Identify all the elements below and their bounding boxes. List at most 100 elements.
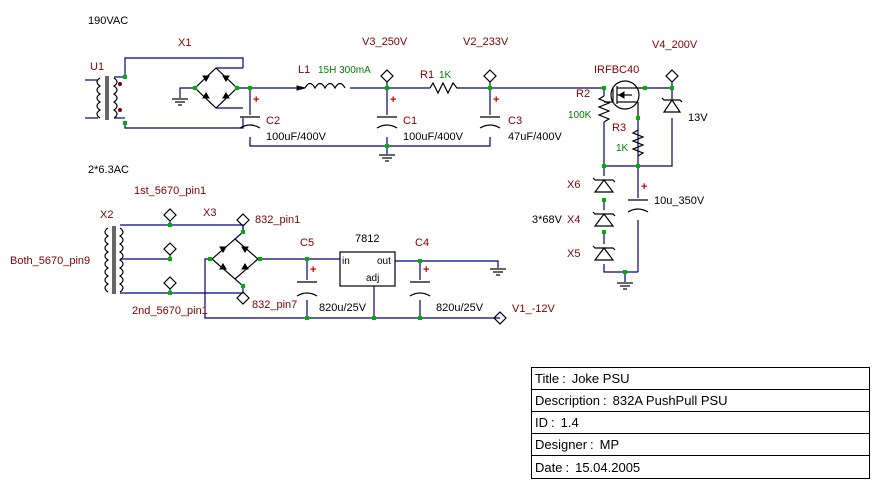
svg-text:1K: 1K — [439, 70, 452, 81]
heater-label: 2*6.3AC — [88, 164, 129, 176]
title-row: Title : Joke PSU — [532, 368, 869, 390]
junction-dots — [123, 75, 674, 320]
svg-text:832_pin1: 832_pin1 — [255, 214, 300, 226]
zener-13v: 13V — [661, 97, 708, 124]
bridge-x3: X3 — [203, 207, 259, 287]
ground-symbol — [172, 98, 188, 106]
svg-text:R2: R2 — [576, 88, 590, 100]
date-value: 15.04.2005 — [575, 460, 641, 475]
svg-text:U1: U1 — [90, 61, 104, 73]
svg-text:10u_350V: 10u_350V — [654, 195, 705, 207]
svg-text:R1: R1 — [420, 69, 434, 81]
net-5670-pin9: Both_5670_pin9 — [10, 242, 177, 267]
separator: : — [565, 460, 570, 475]
svg-text:+: + — [423, 264, 429, 276]
net-5670-pin1-second: 2nd_5670_pin1 — [132, 276, 208, 317]
svg-text:IRFBC40: IRFBC40 — [594, 64, 639, 76]
separator: : — [590, 437, 594, 452]
svg-text:X5: X5 — [567, 248, 580, 260]
svg-text:1st_5670_pin1: 1st_5670_pin1 — [134, 185, 206, 197]
net-v4: V4_200V — [652, 39, 698, 88]
svg-text:X2: X2 — [100, 209, 113, 221]
svg-text:2nd_5670_pin1: 2nd_5670_pin1 — [132, 305, 208, 317]
svg-text:in: in — [342, 256, 350, 267]
svg-text:7812: 7812 — [355, 233, 379, 245]
description-key: Description — [535, 393, 601, 408]
svg-text:15H 300mA: 15H 300mA — [318, 65, 371, 76]
svg-text:+: + — [390, 94, 396, 106]
svg-text:X6: X6 — [567, 179, 580, 191]
separator: : — [562, 371, 566, 386]
svg-text:1K: 1K — [616, 143, 629, 154]
svg-text:100uF/400V: 100uF/400V — [266, 131, 327, 143]
svg-text:13V: 13V — [688, 112, 708, 124]
title-value: Joke PSU — [571, 371, 630, 386]
capacitor-c3: + C3 47uF/400V — [479, 94, 562, 143]
net-5670-pin1-first: 1st_5670_pin1 — [134, 185, 206, 225]
ground-symbol — [379, 154, 395, 162]
svg-text:X3: X3 — [203, 207, 216, 219]
svg-text:+: + — [253, 94, 259, 106]
svg-text:C3: C3 — [508, 115, 522, 127]
regulator-7812: 7812 in out adj — [339, 233, 396, 287]
description-row: Description : 832A PushPull PSU — [532, 390, 869, 412]
resistor-r2: R2 100K — [568, 88, 611, 123]
date-row: Date : 15.04.2005 — [532, 456, 869, 479]
svg-text:adj: adj — [366, 273, 379, 284]
svg-text:V1_-12V: V1_-12V — [512, 303, 555, 315]
bridge-x1: X1 — [178, 37, 243, 109]
transformer-u1: U1 — [85, 61, 125, 120]
title-key: Title — [535, 371, 560, 386]
capacitor-c1: + C1 100uF/400V — [376, 94, 464, 143]
svg-text:V4_200V: V4_200V — [652, 39, 698, 51]
zener-x6: X6 — [567, 177, 616, 193]
ground-symbol — [617, 282, 633, 290]
svg-text:820u/25V: 820u/25V — [319, 302, 367, 314]
svg-text:X1: X1 — [178, 37, 191, 49]
svg-text:C2: C2 — [266, 115, 280, 127]
svg-text:out: out — [377, 256, 391, 267]
separator: : — [603, 393, 607, 408]
svg-text:832_pin7: 832_pin7 — [252, 299, 297, 311]
zener-x4: 3*68V X4 — [532, 211, 616, 227]
inductor-l1: L1 15H 300mA — [296, 64, 371, 91]
id-row: ID : 1.4 — [532, 412, 869, 434]
designer-row: Designer : MP — [532, 434, 869, 456]
id-key: ID — [535, 415, 548, 430]
capacitor-c2: + C2 100uF/400V — [239, 94, 327, 143]
svg-text:L1: L1 — [298, 64, 310, 76]
net-832-pin7: 832_pin7 — [236, 291, 297, 311]
transformer-x2: X2 — [100, 209, 125, 294]
ground-symbol — [490, 268, 506, 276]
svg-text:3*68V: 3*68V — [532, 214, 563, 226]
resistor-r1: R1 1K — [420, 69, 460, 95]
net-v1: V1_-12V — [493, 303, 555, 325]
svg-text:100K: 100K — [568, 110, 592, 121]
svg-text:X4: X4 — [567, 214, 580, 226]
description-value: 832A PushPull PSU — [612, 393, 728, 408]
svg-text:+: + — [493, 94, 499, 106]
capacitor-10u: + 10u_350V — [627, 181, 705, 213]
svg-text:+: + — [310, 264, 316, 276]
svg-text:C1: C1 — [403, 115, 417, 127]
capacitor-c5: C5 + 820u/25V — [296, 237, 367, 314]
title-block: Title : Joke PSU Description : 832A Push… — [531, 367, 870, 479]
designer-key: Designer — [535, 437, 588, 452]
svg-text:Both_5670_pin9: Both_5670_pin9 — [10, 255, 90, 267]
svg-text:R3: R3 — [612, 122, 626, 134]
net-v2: V2_233V — [463, 36, 509, 88]
svg-text:100uF/400V: 100uF/400V — [403, 131, 464, 143]
svg-text:V3_250V: V3_250V — [362, 36, 408, 48]
svg-text:47uF/400V: 47uF/400V — [508, 131, 562, 143]
resistor-r3: R3 1K — [612, 122, 645, 157]
svg-text:820u/25V: 820u/25V — [436, 302, 484, 314]
svg-text:C5: C5 — [300, 237, 314, 249]
svg-text:V2_233V: V2_233V — [463, 36, 509, 48]
net-v3: V3_250V — [362, 36, 408, 88]
designer-value: MP — [599, 437, 620, 452]
svg-text:+: + — [641, 181, 647, 193]
zener-x5: X5 — [567, 245, 616, 261]
id-value: 1.4 — [560, 415, 579, 430]
mains-label: 190VAC — [88, 15, 128, 27]
